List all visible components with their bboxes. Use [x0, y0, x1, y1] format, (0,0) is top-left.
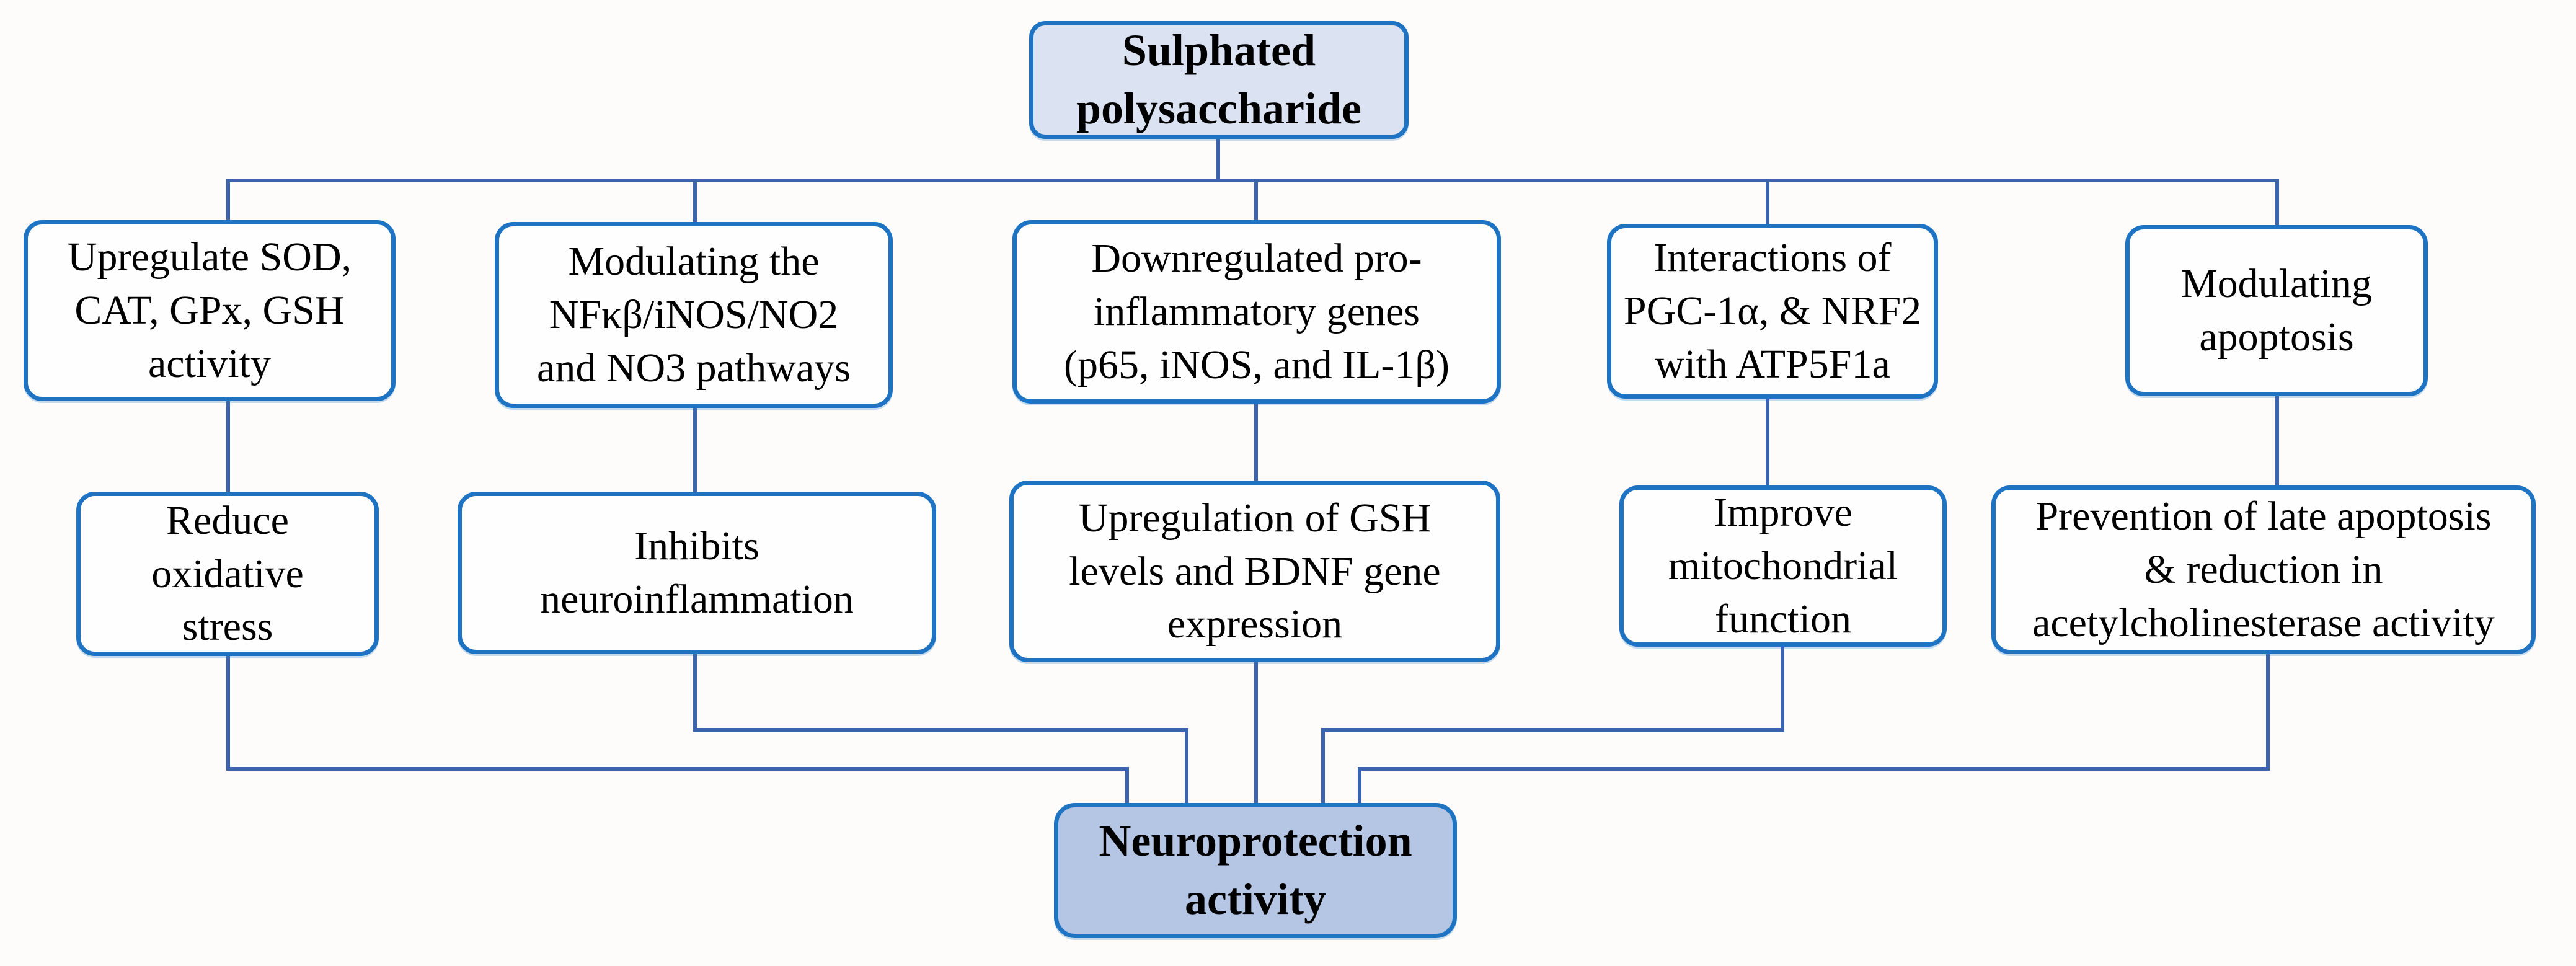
node-sulphated-polysaccharide: Sulphated polysaccharide: [1029, 21, 1409, 139]
connector-out3-down: [1254, 661, 1258, 805]
connector-drop-5: [2275, 179, 2279, 228]
connector-mid-2: [693, 406, 697, 494]
connector-out5-down: [2266, 653, 2270, 771]
connector-root-stem: [1216, 138, 1220, 181]
node-neuroprotection-activity: Neuroprotection activity: [1054, 803, 1457, 938]
connector-out5-horiz: [1358, 767, 2270, 771]
connector-mid-1: [226, 400, 230, 494]
node-modulating-nfkb-inos-pathways: Modulating the NFκβ/iNOS/NO2 and NO3 pat…: [495, 222, 893, 408]
connector-distribution-bar: [226, 179, 2279, 182]
node-inhibits-neuroinflammation: Inhibits neuroinflammation: [458, 492, 936, 654]
node-improve-mitochondrial-function: Improve mitochondrial function: [1619, 485, 1947, 647]
connector-out2-horiz: [693, 728, 1188, 732]
connector-out4-horiz: [1321, 728, 1784, 732]
connector-drop-4: [1766, 179, 1769, 227]
connector-drop-1: [226, 179, 230, 223]
connector-mid-4: [1766, 397, 1769, 488]
connector-drop-2: [693, 179, 697, 224]
node-upregulation-gsh-bdnf: Upregulation of GSH levels and BDNF gene…: [1009, 481, 1500, 662]
connector-mid-3: [1254, 402, 1258, 484]
connector-out4-drop: [1321, 728, 1325, 805]
connector-mid-5: [2275, 394, 2279, 488]
node-interactions-pgc1a-nrf2-atp5f1a: Interactions of PGC-1α, & NRF2 with ATP5…: [1607, 224, 1938, 399]
connector-out1-drop: [1125, 767, 1129, 805]
connector-out1-down: [226, 655, 230, 771]
connector-drop-3: [1254, 179, 1258, 223]
node-prevention-late-apoptosis: Prevention of late apoptosis & reduction…: [1991, 485, 2536, 654]
connector-out2-down: [693, 653, 697, 732]
node-reduce-oxidative-stress: Reduce oxidative stress: [76, 492, 379, 656]
node-modulating-apoptosis: Modulating apoptosis: [2125, 225, 2428, 396]
connector-out2-drop: [1185, 728, 1188, 805]
connector-out1-horiz: [226, 767, 1129, 771]
connector-out5-drop: [1358, 767, 1361, 805]
node-downregulated-proinflammatory-genes: Downregulated pro- inflammatory genes (p…: [1012, 220, 1501, 404]
node-upregulate-sod-cat-gpx-gsh: Upregulate SOD, CAT, GPx, GSH activity: [24, 220, 396, 401]
connector-out4-down: [1781, 645, 1784, 732]
